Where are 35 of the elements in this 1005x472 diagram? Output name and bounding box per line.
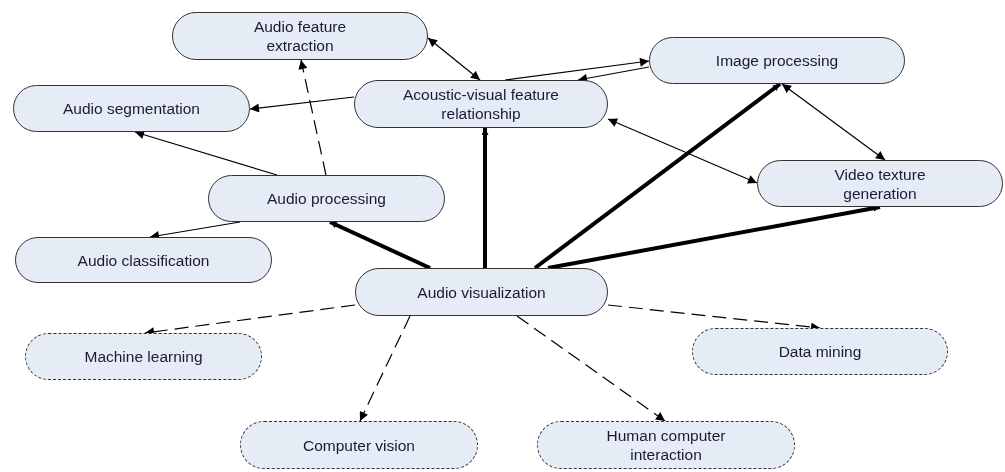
rounded-box <box>15 237 272 283</box>
node-label: Audio processing <box>266 189 387 208</box>
node-label: Audio classification <box>76 250 211 270</box>
node-label: Computer vision <box>302 435 416 455</box>
rounded-box <box>354 80 608 128</box>
node-label: Data mining <box>777 342 863 361</box>
arrow <box>329 220 431 270</box>
arrow <box>134 130 278 176</box>
arrow <box>607 118 758 184</box>
node-label: Acoustic-visual feature relationship <box>402 85 560 123</box>
rounded-box <box>13 85 250 132</box>
arrow <box>481 128 489 268</box>
node-label: Audio segmentation <box>62 99 201 118</box>
node-label: Audio visualization <box>416 282 547 302</box>
rounded-box <box>355 268 608 316</box>
node-label: Human computer interaction <box>605 426 727 464</box>
node-label: Video texture generation <box>833 164 927 203</box>
dashed-rounded-box <box>537 421 795 469</box>
node-label: Machine learning <box>83 347 204 366</box>
rounded-box <box>649 37 905 84</box>
arrow <box>359 315 411 422</box>
arrow <box>249 96 355 113</box>
arrow <box>298 59 327 176</box>
rounded-box <box>208 175 445 222</box>
rounded-box <box>172 12 428 60</box>
arrow <box>427 37 481 81</box>
dashed-rounded-box <box>25 333 262 380</box>
dashed-rounded-box <box>240 421 478 469</box>
rounded-box <box>757 160 1003 207</box>
node-label: Image processing <box>714 51 840 70</box>
node-label: Audio feature extraction <box>252 17 348 55</box>
arrow <box>516 315 666 422</box>
arrow <box>781 83 886 161</box>
arrow <box>533 82 782 270</box>
dashed-rounded-box <box>692 328 948 375</box>
